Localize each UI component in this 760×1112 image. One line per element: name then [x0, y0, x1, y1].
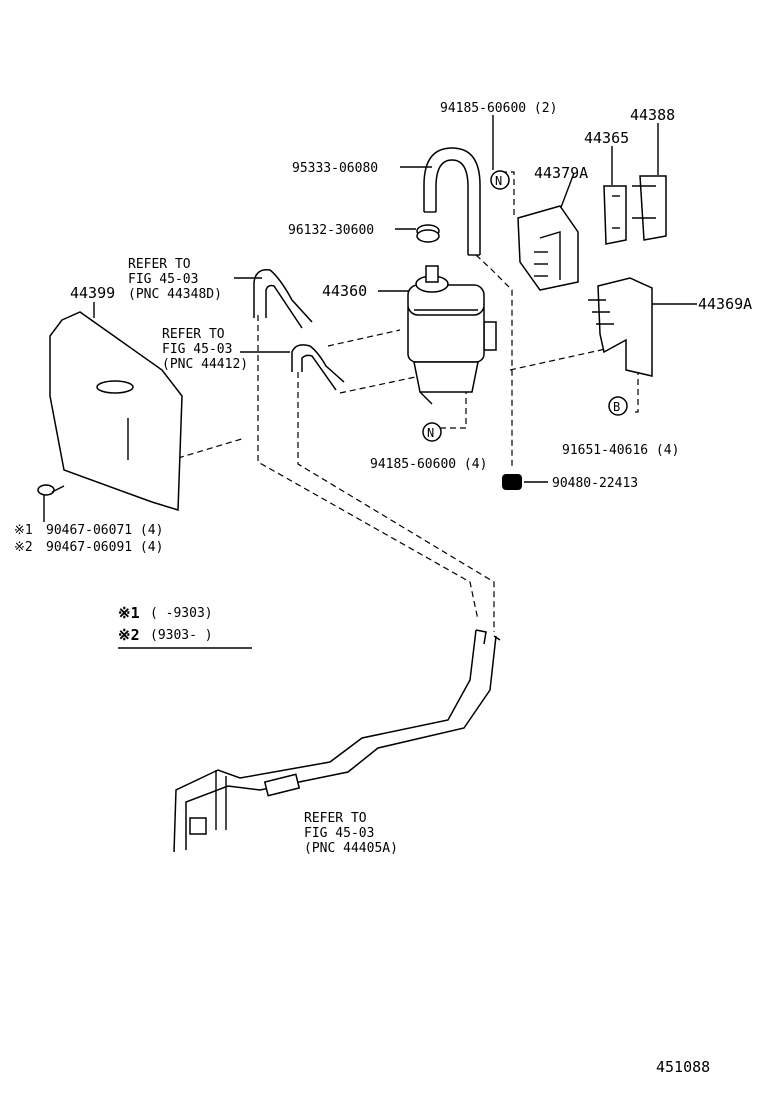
pipe-assembly-44405a: [173, 629, 501, 853]
bracket-44379a: [517, 205, 579, 291]
figure-number: 451088: [656, 1058, 710, 1076]
label-44379a: 44379A: [534, 164, 588, 182]
circle-mark-b: [608, 396, 628, 416]
reference-44348d: REFER TO FIG 45-03 (PNC 44348D): [128, 257, 222, 302]
circle-mark-n-top: [490, 170, 510, 190]
label-44365: 44365: [584, 129, 629, 147]
bracket-44369a: [588, 277, 653, 377]
ref-44412-line3: (PNC 44412): [162, 357, 248, 372]
reservoir-44360: [407, 265, 497, 405]
mark-1-clip: ※1: [14, 523, 33, 538]
plate-44388: [632, 175, 667, 241]
leader-lines: [43, 115, 697, 522]
circle-mark-n-bottom-letter: N: [427, 426, 434, 440]
hose-pnc-44348d: [253, 269, 313, 329]
ref-44348d-line3: (PNC 44348D): [128, 287, 222, 302]
shield-44399: [49, 311, 183, 512]
ref-44348d-line1: REFER TO: [128, 257, 191, 272]
label-44360: 44360: [322, 282, 367, 300]
label-94185-60600-4: 94185-60600 (4): [370, 457, 487, 472]
hose-95333-06080: [423, 147, 481, 256]
legend-range-1: ( -9303): [150, 606, 213, 621]
circle-mark-b-letter: B: [613, 400, 620, 414]
label-90467-06091: 90467-06091 (4): [46, 540, 163, 555]
label-96132-30600: 96132-30600: [288, 223, 374, 238]
label-91651-40616: 91651-40616 (4): [562, 443, 679, 458]
ref-44412-line2: FIG 45-03: [162, 342, 232, 357]
reference-44412: REFER TO FIG 45-03 (PNC 44412): [162, 327, 248, 372]
mark-2-clip: ※2: [14, 540, 33, 555]
dashed-connections: [177, 171, 639, 632]
hose-pnc-44412: [291, 344, 345, 391]
circle-mark-n-top-letter: N: [495, 174, 502, 188]
label-44369a: 44369A: [698, 295, 752, 313]
legend-mark-1: ※1: [118, 604, 140, 622]
label-90467-06071: 90467-06071 (4): [46, 523, 163, 538]
circle-mark-n-bottom: [422, 422, 442, 442]
clip-90467: [37, 484, 65, 496]
ref-44405a-line1: REFER TO: [304, 811, 367, 826]
ref-44348d-line2: FIG 45-03: [128, 272, 198, 287]
reference-44405a: REFER TO FIG 45-03 (PNC 44405A): [304, 811, 398, 856]
label-90480-22413: 90480-22413: [552, 476, 638, 491]
date-range-legend: ※1 ( -9303) ※2 (9303- ): [118, 604, 252, 649]
clip-96132-30600: [416, 224, 440, 243]
label-44388: 44388: [630, 106, 675, 124]
legend-mark-2: ※2: [118, 626, 140, 644]
grommet-90480-22413: [502, 474, 522, 490]
ref-44405a-line3: (PNC 44405A): [304, 841, 398, 856]
plate-44365: [603, 185, 627, 245]
legend-range-2: (9303- ): [150, 628, 213, 643]
label-95333-06080: 95333-06080: [292, 161, 378, 176]
label-44399: 44399: [70, 284, 115, 302]
ref-44412-line1: REFER TO: [162, 327, 225, 342]
ref-44405a-line2: FIG 45-03: [304, 826, 374, 841]
label-94185-60600-2: 94185-60600 (2): [440, 101, 557, 116]
